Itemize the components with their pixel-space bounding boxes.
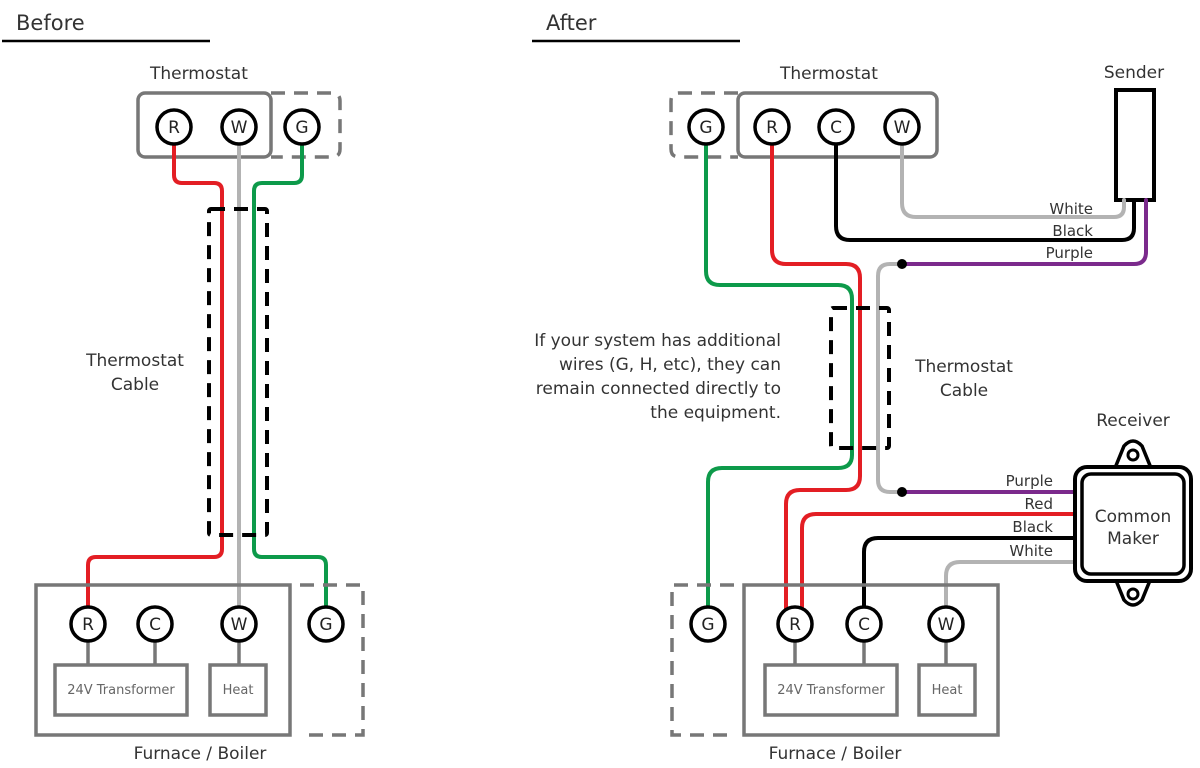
after-title: After [546, 11, 597, 35]
after-thermostat-terminal-g: G [687, 108, 725, 146]
after-furnace-title: Furnace / Boiler [769, 744, 902, 764]
svg-text:C: C [830, 118, 842, 138]
receiver-body-line2: Maker [1107, 529, 1159, 549]
after-wire-purple-sender [900, 198, 1148, 266]
before-thermostat-terminal-g: G [283, 108, 321, 146]
svg-text:G: G [699, 118, 712, 138]
after-furnace-terminal-r: R [776, 605, 814, 643]
after-wire-cable-conductor [876, 262, 904, 494]
after-thermostat-terminal-r: R [753, 108, 791, 146]
after-wire-black-receiver [862, 536, 1082, 610]
after-cable-label-line1: Thermostat [914, 357, 1013, 377]
after-splice-dot-top [897, 259, 907, 269]
sender-device [1114, 88, 1156, 202]
after-wire-red-receiver [800, 512, 1082, 610]
after-wire-white-receiver [944, 560, 1082, 610]
receiver-wire-label-red: Red [1025, 495, 1054, 513]
before-title: Before [16, 11, 85, 35]
note-line3: remain connected directly to [536, 379, 781, 399]
after-panel: After Thermostat Sender White Black Purp… [532, 11, 1193, 764]
before-furnace-terminal-w: W [220, 605, 258, 643]
receiver-body-line1: Common [1095, 507, 1172, 527]
receiver-wire-label-black: Black [1012, 518, 1053, 536]
after-furnace-terminal-g: G [689, 605, 727, 643]
after-transformer-label: 24V Transformer [777, 683, 885, 698]
after-furnace-terminal-c: C [845, 605, 883, 643]
before-furnace-box [34, 583, 292, 737]
sender-title: Sender [1104, 63, 1164, 83]
after-splice-dot-bottom [897, 487, 907, 497]
after-thermostat-terminal-c: C [817, 108, 855, 146]
before-thermostat-terminal-r: R [155, 108, 193, 146]
after-furnace-box [742, 583, 1000, 737]
before-furnace-terminal-g: G [307, 605, 345, 643]
before-thermostat-extra-dashed-box [271, 91, 342, 159]
svg-text:C: C [858, 615, 870, 635]
svg-text:R: R [789, 615, 801, 635]
note-line1: If your system has additional [534, 331, 781, 351]
before-furnace-title: Furnace / Boiler [134, 744, 267, 764]
svg-text:W: W [938, 615, 955, 635]
sender-wire-label-purple: Purple [1046, 244, 1093, 262]
before-heat-box [208, 663, 268, 717]
after-heat-box [917, 663, 977, 717]
before-thermostat-box [136, 91, 273, 159]
svg-text:G: G [701, 615, 714, 635]
before-panel: Before Thermostat R W G Thermostat Cable [2, 11, 365, 764]
after-wire-black-sender [834, 143, 1136, 242]
before-thermostat-cable [207, 207, 269, 537]
after-furnace-extra-dashed-box [670, 583, 734, 737]
svg-text:W: W [231, 615, 248, 635]
svg-text:R: R [766, 118, 778, 138]
note-line2: wires (G, H, etc), they can [559, 355, 781, 375]
before-furnace-terminal-c: C [136, 605, 174, 643]
receiver-title: Receiver [1096, 411, 1170, 431]
after-wire-green [704, 143, 854, 610]
after-thermostat-title: Thermostat [779, 64, 878, 84]
before-transformer-label: 24V Transformer [67, 683, 175, 698]
svg-text:C: C [149, 615, 161, 635]
before-wire-red [86, 143, 224, 610]
before-heat-label: Heat [223, 683, 254, 698]
after-heat-label: Heat [932, 683, 963, 698]
after-wire-white-sender [900, 143, 1126, 219]
before-thermostat-title: Thermostat [149, 64, 248, 84]
receiver-wire-label-white: White [1009, 542, 1053, 560]
before-cable-label-line1: Thermostat [85, 351, 184, 371]
svg-text:R: R [168, 118, 180, 138]
after-transformer-box [763, 663, 899, 717]
before-wire-green [252, 143, 328, 610]
svg-text:W: W [894, 118, 911, 138]
sender-wire-label-black: Black [1052, 222, 1093, 240]
before-furnace-terminal-r: R [69, 605, 107, 643]
svg-text:G: G [319, 615, 332, 635]
after-wire-red-thermostat [770, 143, 862, 610]
svg-text:R: R [82, 615, 94, 635]
before-cable-label-line2: Cable [111, 375, 159, 395]
after-cable-label-line2: Cable [940, 381, 988, 401]
sender-wire-label-white: White [1049, 200, 1093, 218]
svg-text:W: W [231, 118, 248, 138]
before-thermostat-terminal-w: W [220, 108, 258, 146]
after-thermostat-cable [829, 306, 891, 450]
receiver-device: Common Maker [1073, 439, 1193, 607]
receiver-wire-label-purple: Purple [1006, 472, 1053, 490]
before-furnace-extra-dashed-box [300, 583, 365, 737]
after-thermostat-terminal-w: W [883, 108, 921, 146]
after-furnace-terminal-w: W [927, 605, 965, 643]
after-thermostat-extra-dashed-box [669, 91, 738, 159]
before-transformer-box [53, 663, 189, 717]
note-line4: the equipment. [650, 403, 781, 423]
svg-text:G: G [295, 118, 308, 138]
